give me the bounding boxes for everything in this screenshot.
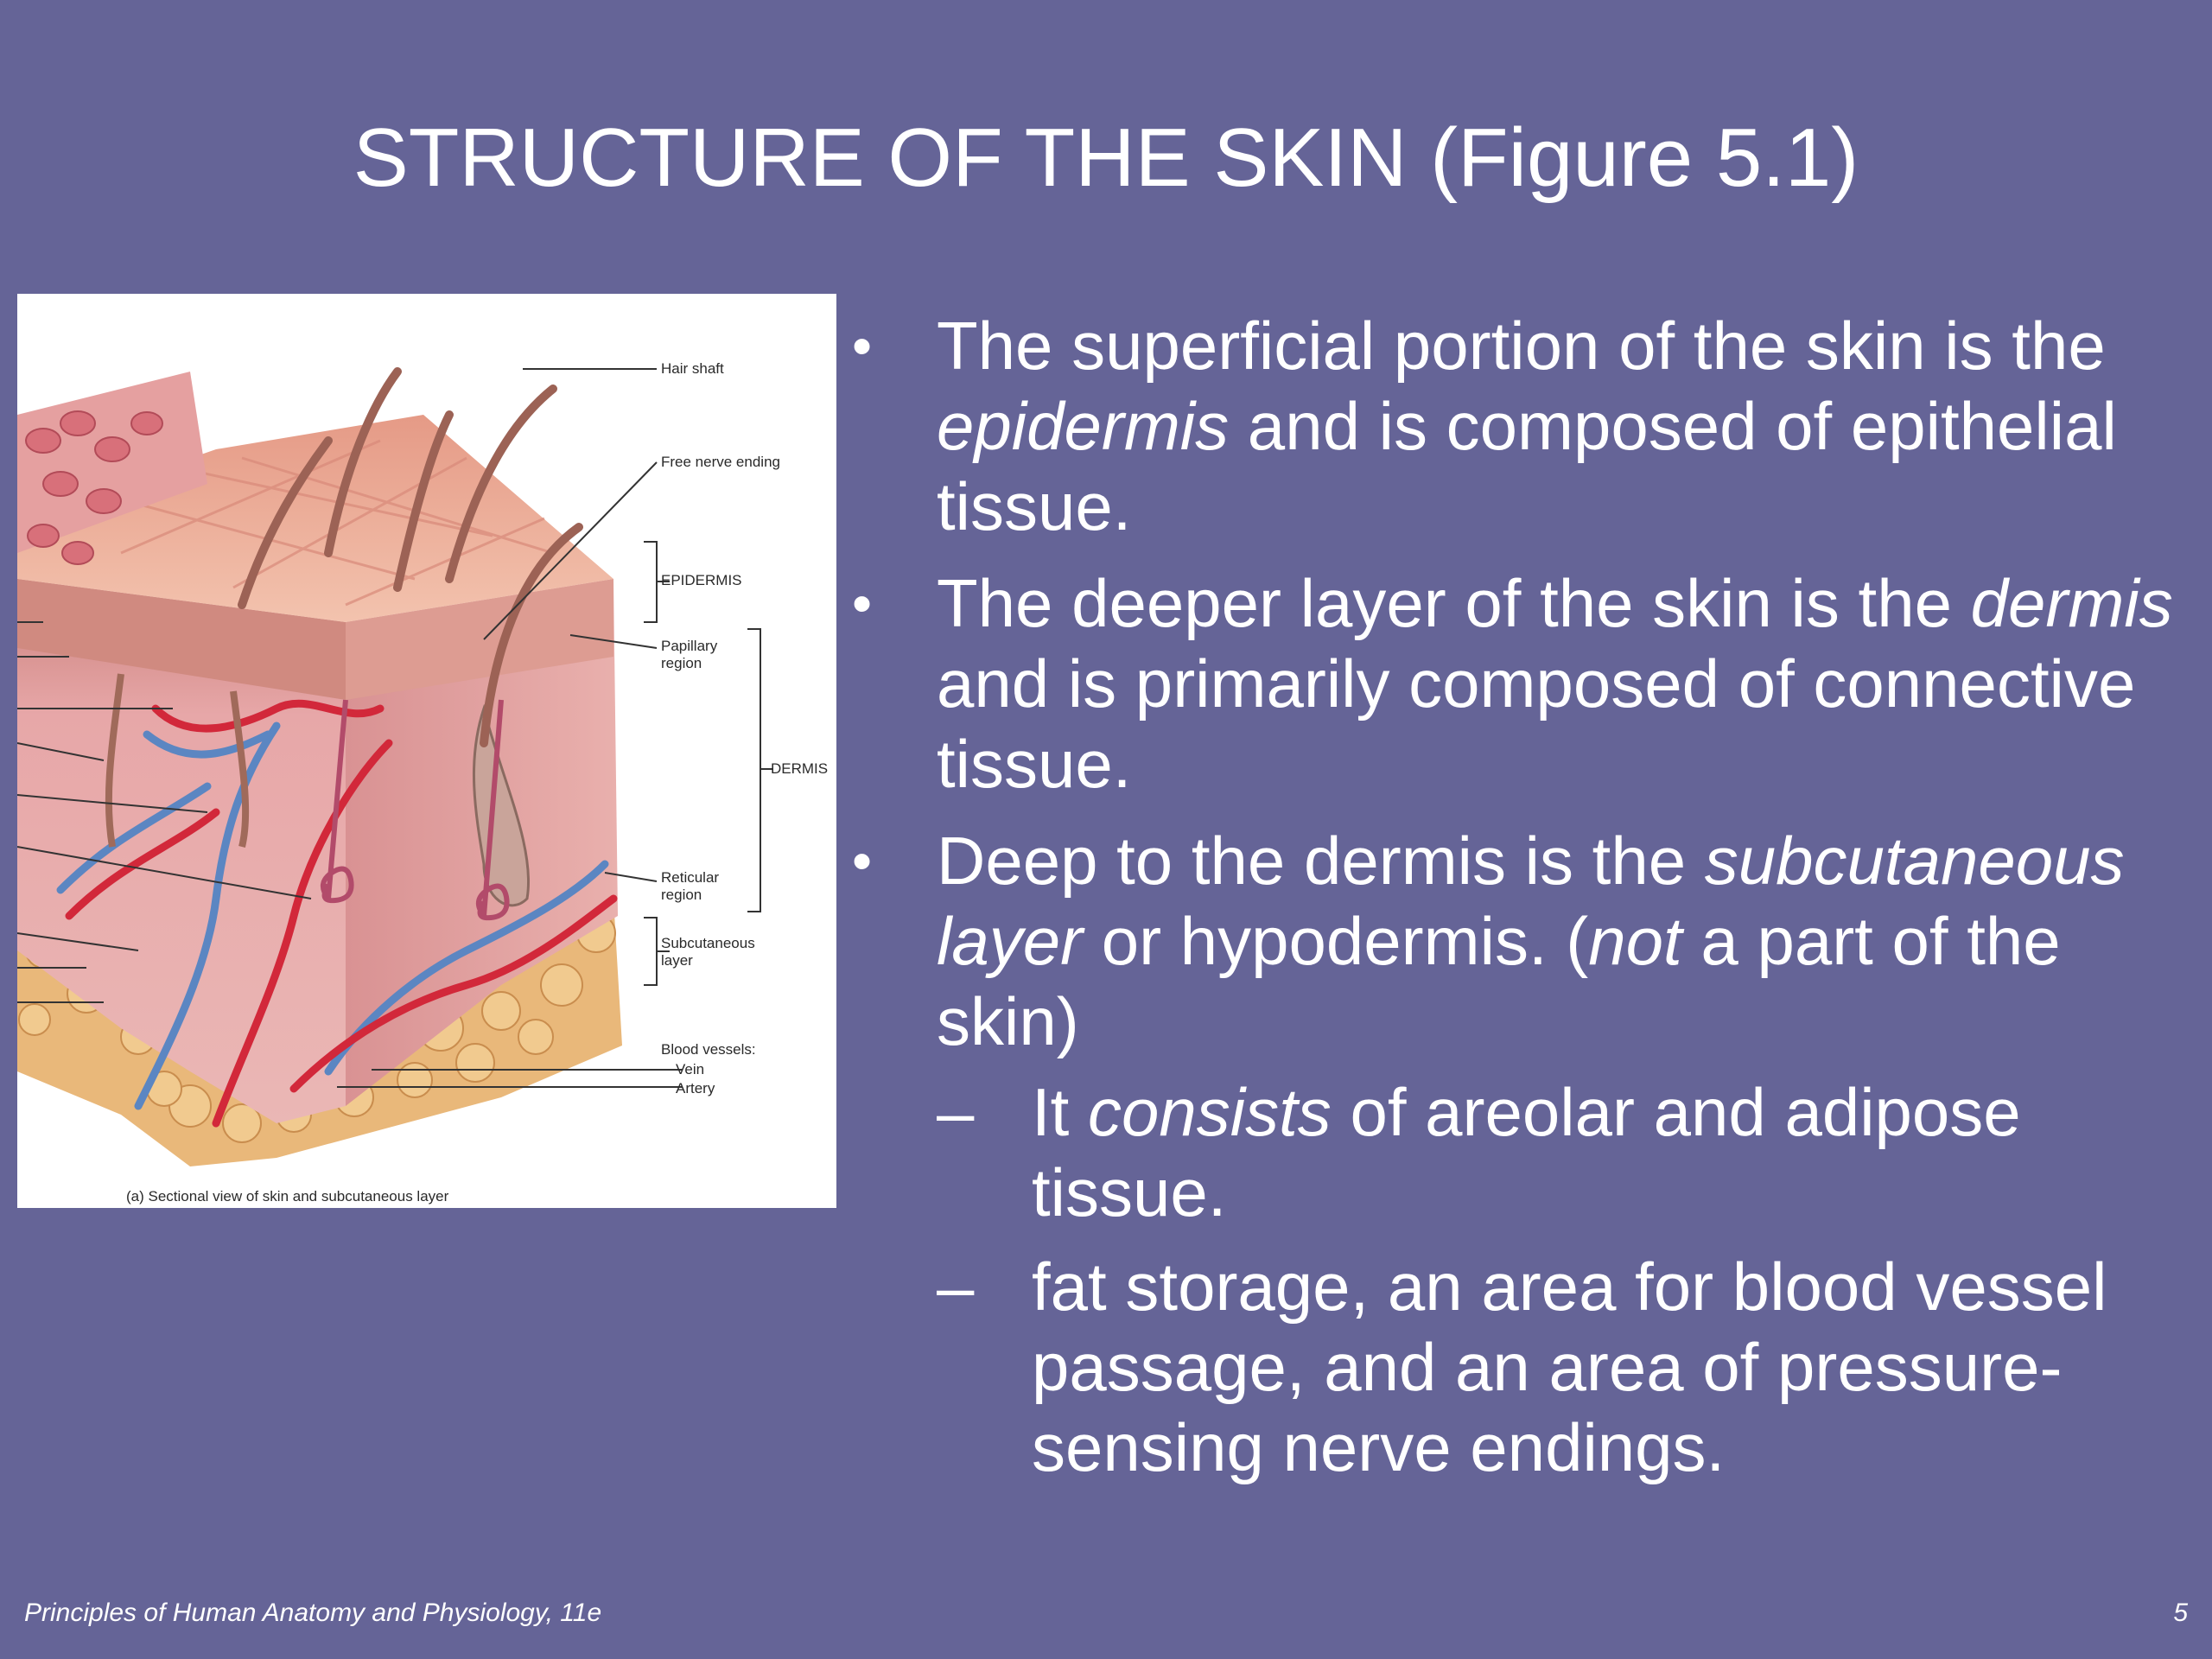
page-number: 5 — [2173, 1599, 2188, 1627]
term-consists: consists — [1088, 1074, 1332, 1150]
term-subcutaneous-layer: subcutaneous layer — [937, 823, 2125, 979]
bullet-list: The superficial portion of the skin is t… — [847, 306, 2177, 1504]
label-reticular-2: region — [661, 887, 702, 903]
bullet-dermis: The deeper layer of the skin is the derm… — [847, 563, 2177, 804]
label-subcutaneous-1: Subcutaneous — [661, 935, 755, 951]
skin-figure: Hair shaft Free nerve ending EPIDERMIS P… — [17, 294, 836, 1208]
hair-shafts — [238, 367, 583, 747]
figure-caption: (a) Sectional view of skin and subcutane… — [126, 1188, 449, 1205]
sub-bullet-consists: It consists of areolar and adipose tissu… — [937, 1072, 2177, 1233]
label-reticular-1: Reticular — [661, 869, 720, 886]
bullet-epidermis: The superficial portion of the skin is t… — [847, 306, 2177, 547]
label-hair-shaft: Hair shaft — [661, 360, 724, 377]
label-dermis: DERMIS — [771, 760, 829, 777]
blood-vessels — [56, 699, 618, 1128]
label-blood-vessels: Blood vessels: — [661, 1041, 756, 1058]
label-artery: Artery — [676, 1080, 715, 1096]
label-subcutaneous-2: layer — [661, 952, 693, 969]
slide-title: STRUCTURE OF THE SKIN (Figure 5.1) — [353, 111, 1859, 204]
label-papillary-1: Papillary — [661, 638, 718, 654]
label-vein: Vein — [676, 1061, 705, 1077]
sub-bullet-list: It consists of areolar and adipose tissu… — [937, 1072, 2177, 1488]
label-leaders — [17, 368, 773, 1088]
label-papillary-2: region — [661, 655, 702, 671]
sub-bullet-functions: fat storage, an area for blood vessel pa… — [937, 1247, 2177, 1488]
label-epidermis: EPIDERMIS — [661, 572, 742, 588]
term-not: not — [1588, 903, 1682, 979]
term-epidermis: epidermis — [937, 388, 1230, 464]
sweat-glands — [321, 699, 510, 921]
term-dermis: dermis — [1970, 565, 2173, 641]
skin-illustration — [17, 367, 773, 1166]
bullet-subcutaneous: Deep to the dermis is the subcutaneous l… — [847, 821, 2177, 1488]
label-free-nerve-ending: Free nerve ending — [661, 454, 780, 470]
footer-book-title: Principles of Human Anatomy and Physiolo… — [24, 1599, 602, 1627]
